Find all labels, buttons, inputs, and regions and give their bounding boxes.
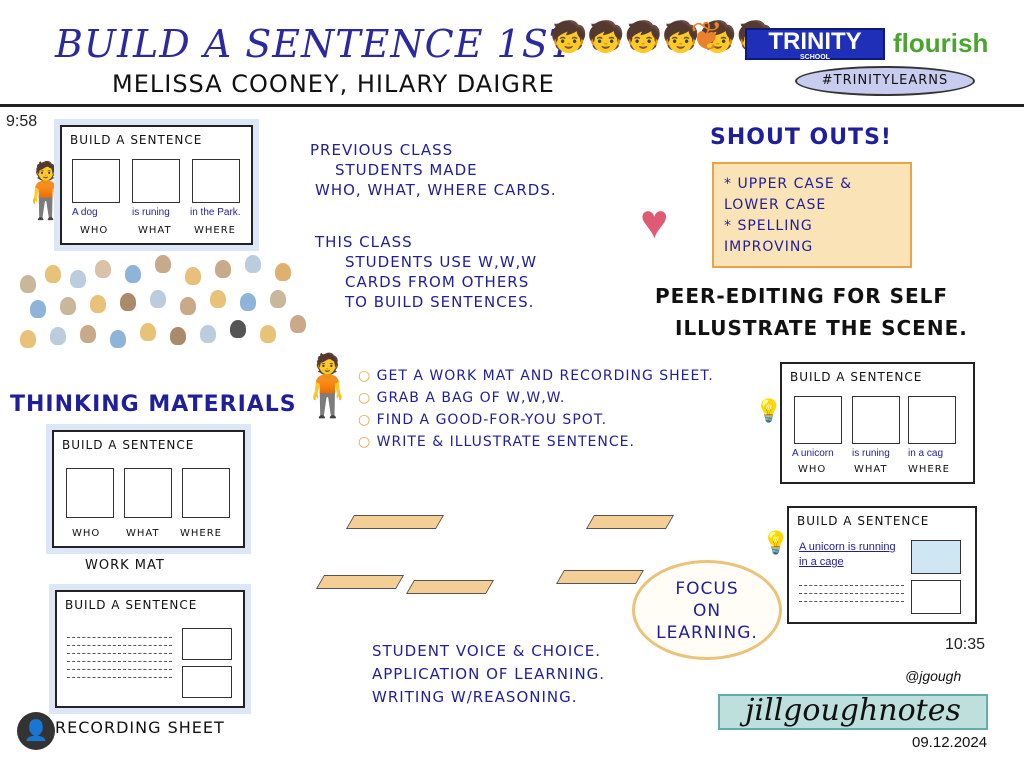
writing-lines <box>799 578 904 609</box>
step-item: ○ Grab a bag of W,W,W. <box>358 390 566 406</box>
leaf-logo-icon: ❦ <box>690 15 724 59</box>
steps-list: ○ Get a work mat and recording sheet. ○ … <box>358 365 714 453</box>
where-word: in the Park. <box>190 207 241 218</box>
classroom-tables-illustration <box>310 485 675 615</box>
what-label: What <box>126 528 160 539</box>
what-label: What <box>854 464 888 475</box>
unicorn-picture <box>794 396 842 444</box>
what-label: What <box>138 225 172 236</box>
page-title: Build a Sentence 1st <box>55 22 576 66</box>
who-box <box>66 468 114 518</box>
hashtag-badge: #TrinityLearns <box>795 66 975 96</box>
authors: Melissa Cooney, Hilary Daigre <box>112 70 555 98</box>
who-word: A dog <box>72 207 98 218</box>
what-word: is runing <box>132 207 170 218</box>
shout-out-item: * Spelling improving <box>724 218 814 255</box>
takeaways: Student voice & choice.Application of le… <box>372 642 606 706</box>
step-item: ○ Get a work mat and recording sheet. <box>358 368 714 384</box>
card-title: Build a Sentence <box>65 598 198 612</box>
who-word: A unicorn <box>792 448 834 459</box>
students-crowd-illustration <box>15 255 315 365</box>
step-item: ○ Find a good-for-you spot. <box>358 412 608 428</box>
date: 09.12.2024 <box>912 734 988 751</box>
park-picture <box>192 159 240 203</box>
cage-picture <box>908 396 956 444</box>
picture-box <box>182 666 232 698</box>
focus-on-learning-badge: FocusonLearning. <box>632 560 782 660</box>
header-divider <box>0 104 1024 107</box>
where-box <box>182 468 230 518</box>
what-box <box>124 468 172 518</box>
lightbulb-icon: 💡 <box>755 398 783 423</box>
signature: jillgoughnotes <box>718 694 988 730</box>
shout-out-item: * Upper case & lower case <box>724 176 853 213</box>
user-avatar-icon[interactable]: 👤 <box>17 712 55 750</box>
flourish-logo: flourish <box>893 28 989 58</box>
where-label: Where <box>908 464 950 475</box>
children-illustration: 🧒🧒🧒🧒🧒🧒 <box>550 21 775 54</box>
unicorn-cage-picture <box>911 540 961 574</box>
shout-outs-box: * Upper case & lower case * Spelling imp… <box>712 162 912 268</box>
example-card: Build a Sentence A unicorn is runing in … <box>780 362 975 484</box>
build-sentence-card: Build a Sentence A dog is runing in the … <box>60 125 253 245</box>
this-class-note: This classstudents use W,W,Wcards from o… <box>315 233 538 311</box>
author-handle: @jgough <box>905 668 962 684</box>
card-title: Build a Sentence <box>70 133 203 147</box>
example-sentence: A unicorn is running in a cage <box>799 541 896 568</box>
card-title: Build a Sentence <box>62 438 195 452</box>
running-picture <box>852 396 900 444</box>
previous-class-note: Previous classstudents madeWho, What, Wh… <box>310 141 557 199</box>
start-time: 9:58 <box>6 113 38 130</box>
end-time: 10:35 <box>945 636 986 653</box>
lightbulb-icon: 💡 <box>762 530 790 555</box>
heart-icon: ♥ <box>640 196 669 249</box>
where-label: Where <box>194 225 236 236</box>
step-item: ○ Write & illustrate sentence. <box>358 434 635 450</box>
thinking-materials-title: Thinking Materials <box>10 392 297 417</box>
who-label: Who <box>72 528 101 539</box>
recording-sheet-caption: Recording Sheet <box>55 718 225 737</box>
work-mat-card: Build a Sentence Who What Where <box>52 430 245 548</box>
dog-picture <box>72 159 120 203</box>
shout-outs-title: Shout Outs! <box>710 125 892 150</box>
teacher-figure: 🧍 <box>290 352 365 419</box>
writing-lines <box>67 630 172 685</box>
card-title: Build a Sentence <box>790 370 923 384</box>
picture-box <box>911 580 961 614</box>
running-picture <box>132 159 180 203</box>
recording-sheet-card: Build a Sentence <box>55 590 245 708</box>
where-word: in a cag <box>908 448 944 459</box>
who-label: Who <box>80 225 109 236</box>
work-mat-caption: Work Mat <box>85 558 165 573</box>
picture-box <box>182 628 232 660</box>
example-sheet: Build a Sentence A unicorn is running in… <box>787 506 977 624</box>
what-word: is runing <box>852 448 890 459</box>
card-title: Build a Sentence <box>797 514 930 528</box>
where-label: Where <box>180 528 222 539</box>
who-label: Who <box>798 464 827 475</box>
peer-editing-note: Peer-editing for selfillustrate the scen… <box>655 284 968 340</box>
